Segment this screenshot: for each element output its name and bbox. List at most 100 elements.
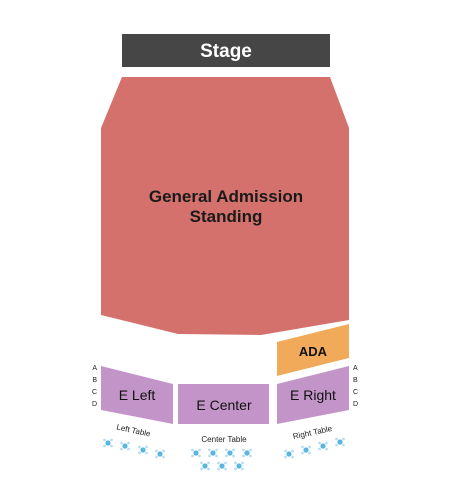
section-e-center[interactable]: E Center bbox=[178, 384, 269, 424]
chair-icon[interactable] bbox=[249, 448, 252, 452]
table-icon[interactable] bbox=[244, 450, 250, 456]
chair-icon[interactable] bbox=[138, 451, 141, 455]
chair-icon[interactable] bbox=[342, 437, 345, 441]
chair-icon[interactable] bbox=[325, 447, 328, 451]
chair-icon[interactable] bbox=[342, 443, 345, 447]
chair-icon[interactable] bbox=[232, 454, 235, 458]
chair-icon[interactable] bbox=[308, 451, 311, 455]
section-e-right[interactable]: E Right bbox=[277, 366, 349, 424]
section-e-center-area[interactable] bbox=[178, 384, 269, 424]
table-seat-cluster[interactable] bbox=[103, 438, 113, 448]
table-icon[interactable] bbox=[140, 447, 146, 453]
chair-icon[interactable] bbox=[225, 448, 228, 452]
chair-icon[interactable] bbox=[207, 467, 210, 471]
stage-block[interactable] bbox=[122, 34, 330, 67]
chair-icon[interactable] bbox=[217, 461, 220, 465]
chair-icon[interactable] bbox=[127, 441, 130, 445]
table-seat-cluster[interactable] bbox=[191, 448, 201, 458]
table-icon[interactable] bbox=[105, 440, 111, 446]
chair-icon[interactable] bbox=[217, 467, 220, 471]
chair-icon[interactable] bbox=[301, 445, 304, 449]
chair-icon[interactable] bbox=[120, 447, 123, 451]
chair-icon[interactable] bbox=[200, 467, 203, 471]
chair-icon[interactable] bbox=[241, 461, 244, 465]
table-icon[interactable] bbox=[122, 443, 128, 449]
chair-icon[interactable] bbox=[110, 444, 113, 448]
table-seat-cluster[interactable] bbox=[200, 461, 210, 471]
table-seat-cluster[interactable] bbox=[318, 441, 328, 451]
table-icon[interactable] bbox=[193, 450, 199, 456]
chair-icon[interactable] bbox=[301, 451, 304, 455]
table-seat-cluster[interactable] bbox=[335, 437, 345, 447]
table-seat-cluster[interactable] bbox=[138, 445, 148, 455]
table-seat-cluster[interactable] bbox=[234, 461, 244, 471]
section-e-right-area[interactable] bbox=[277, 366, 349, 424]
table-seat-cluster[interactable] bbox=[120, 441, 130, 451]
general-admission-area[interactable] bbox=[101, 77, 349, 335]
section-e-left[interactable]: E Left bbox=[101, 366, 173, 424]
ada-area[interactable] bbox=[277, 324, 349, 376]
chair-icon[interactable] bbox=[208, 454, 211, 458]
table-seat-cluster[interactable] bbox=[217, 461, 227, 471]
table-seat-cluster[interactable] bbox=[208, 448, 218, 458]
chair-icon[interactable] bbox=[291, 449, 294, 453]
chair-icon[interactable] bbox=[162, 455, 165, 459]
chair-icon[interactable] bbox=[127, 447, 130, 451]
chair-icon[interactable] bbox=[155, 449, 158, 453]
chair-icon[interactable] bbox=[242, 454, 245, 458]
chair-icon[interactable] bbox=[224, 461, 227, 465]
chair-icon[interactable] bbox=[242, 448, 245, 452]
chair-icon[interactable] bbox=[103, 438, 106, 442]
chair-icon[interactable] bbox=[110, 438, 113, 442]
section-e-left-area[interactable] bbox=[101, 366, 173, 424]
chair-icon[interactable] bbox=[215, 448, 218, 452]
chair-icon[interactable] bbox=[162, 449, 165, 453]
chair-icon[interactable] bbox=[241, 467, 244, 471]
chair-icon[interactable] bbox=[145, 451, 148, 455]
chair-icon[interactable] bbox=[325, 441, 328, 445]
chair-icon[interactable] bbox=[234, 467, 237, 471]
chair-icon[interactable] bbox=[103, 444, 106, 448]
table-icon[interactable] bbox=[219, 463, 225, 469]
chair-icon[interactable] bbox=[208, 448, 211, 452]
table-icon[interactable] bbox=[303, 447, 309, 453]
table-seat-cluster[interactable] bbox=[155, 449, 165, 459]
table-icon[interactable] bbox=[337, 439, 343, 445]
chair-icon[interactable] bbox=[291, 455, 294, 459]
stage[interactable]: Stage bbox=[122, 34, 330, 67]
chair-icon[interactable] bbox=[225, 454, 228, 458]
chair-icon[interactable] bbox=[200, 461, 203, 465]
chair-icon[interactable] bbox=[318, 441, 321, 445]
table-icon[interactable] bbox=[236, 463, 242, 469]
table-seat-cluster[interactable] bbox=[301, 445, 311, 455]
chair-icon[interactable] bbox=[155, 455, 158, 459]
chair-icon[interactable] bbox=[145, 445, 148, 449]
chair-icon[interactable] bbox=[215, 454, 218, 458]
chair-icon[interactable] bbox=[335, 437, 338, 441]
chair-icon[interactable] bbox=[191, 454, 194, 458]
chair-icon[interactable] bbox=[191, 448, 194, 452]
chair-icon[interactable] bbox=[249, 454, 252, 458]
table-seat-cluster[interactable] bbox=[242, 448, 252, 458]
table-seat-cluster[interactable] bbox=[225, 448, 235, 458]
chair-icon[interactable] bbox=[198, 454, 201, 458]
ada-section[interactable]: ADA bbox=[277, 324, 349, 376]
chair-icon[interactable] bbox=[284, 449, 287, 453]
chair-icon[interactable] bbox=[234, 461, 237, 465]
chair-icon[interactable] bbox=[318, 447, 321, 451]
table-icon[interactable] bbox=[320, 443, 326, 449]
table-icon[interactable] bbox=[286, 451, 292, 457]
chair-icon[interactable] bbox=[138, 445, 141, 449]
table-seat-cluster[interactable] bbox=[284, 449, 294, 459]
chair-icon[interactable] bbox=[198, 448, 201, 452]
chair-icon[interactable] bbox=[308, 445, 311, 449]
table-icon[interactable] bbox=[157, 451, 163, 457]
chair-icon[interactable] bbox=[224, 467, 227, 471]
chair-icon[interactable] bbox=[284, 455, 287, 459]
chair-icon[interactable] bbox=[120, 441, 123, 445]
chair-icon[interactable] bbox=[232, 448, 235, 452]
general-admission-section[interactable]: General Admission Standing bbox=[101, 77, 349, 335]
table-icon[interactable] bbox=[202, 463, 208, 469]
chair-icon[interactable] bbox=[335, 443, 338, 447]
table-icon[interactable] bbox=[227, 450, 233, 456]
